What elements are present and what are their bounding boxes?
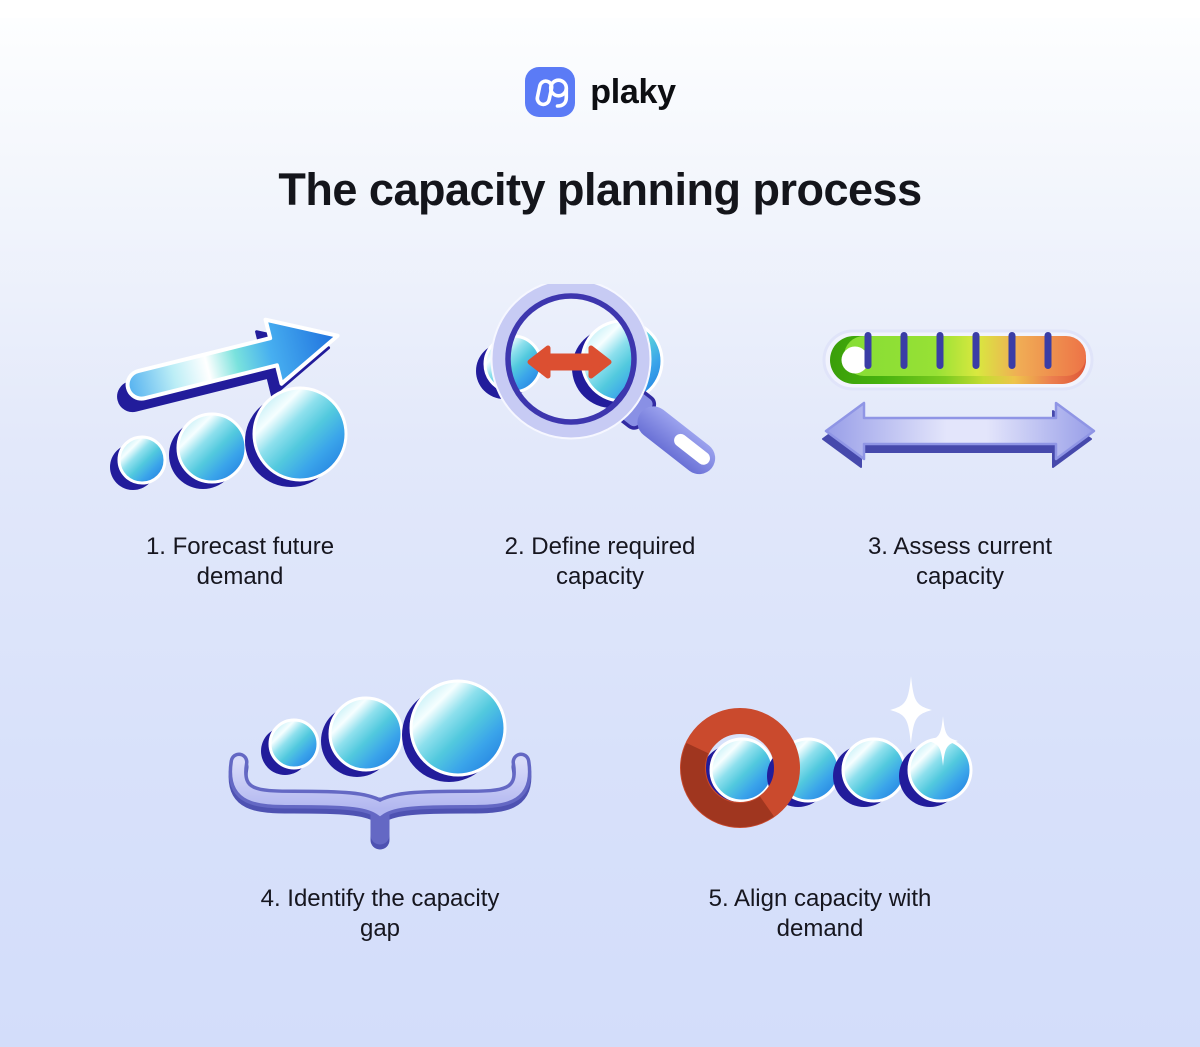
- plaky-logo-icon: [525, 67, 576, 117]
- define-capacity-illustration: [476, 284, 716, 475]
- magnifying-glass-icon: [450, 284, 750, 514]
- step-5: 5. Align capacity with demand: [600, 658, 1040, 944]
- growing-circles: [110, 386, 348, 490]
- rising-trend-arrow-icon: [90, 284, 390, 514]
- brace: [228, 752, 532, 850]
- growth-arrow: [125, 317, 340, 401]
- forecast-illustration: [110, 317, 348, 490]
- range-arrow: [822, 401, 1096, 468]
- page-title: The capacity planning process: [278, 164, 922, 215]
- growing-circles: [261, 679, 507, 782]
- magnifier-handle: [637, 406, 716, 475]
- brand-header: plaky: [0, 18, 1200, 118]
- highlight-ring: [680, 708, 800, 828]
- gauge-ticks: [864, 332, 1052, 369]
- align-circles-icon: [655, 658, 985, 858]
- sparkles-icon: [890, 676, 958, 766]
- steps-row-2: 4. Identify the capacity gap: [0, 658, 1200, 944]
- step-4-label: 4. Identify the capacity gap: [260, 885, 500, 942]
- gauge-bar: [822, 329, 1094, 391]
- step-2-label: 2. Define required capacity: [504, 533, 696, 590]
- step-3: 3. Assess current capacity: [780, 284, 1140, 592]
- circle-row: [701, 737, 973, 807]
- gap-measure-arrow: [527, 345, 612, 379]
- step-2: 2. Define required capacity: [420, 284, 780, 592]
- gauge-knob: [841, 346, 869, 374]
- capacity-gauge-icon: [810, 284, 1110, 514]
- capacity-planning-infographic: plaky The capacity planning process: [0, 18, 1200, 1047]
- step-3-label: 3. Assess current capacity: [867, 533, 1053, 590]
- step-4: 4. Identify the capacity gap: [160, 658, 600, 944]
- step-1: 1. Forecast future demand: [60, 284, 420, 592]
- assess-capacity-illustration: [822, 329, 1096, 468]
- align-capacity-illustration: [680, 676, 973, 828]
- capacity-gap-illustration: [228, 679, 532, 850]
- magnifier-lens: [490, 284, 652, 440]
- steps-row-1: 1. Forecast future demand: [0, 284, 1200, 592]
- circles-over-brace-icon: [215, 658, 545, 858]
- step-5-label: 5. Align capacity with demand: [708, 885, 932, 942]
- step-1-label: 1. Forecast future demand: [145, 533, 335, 590]
- brand-name: plaky: [590, 72, 676, 111]
